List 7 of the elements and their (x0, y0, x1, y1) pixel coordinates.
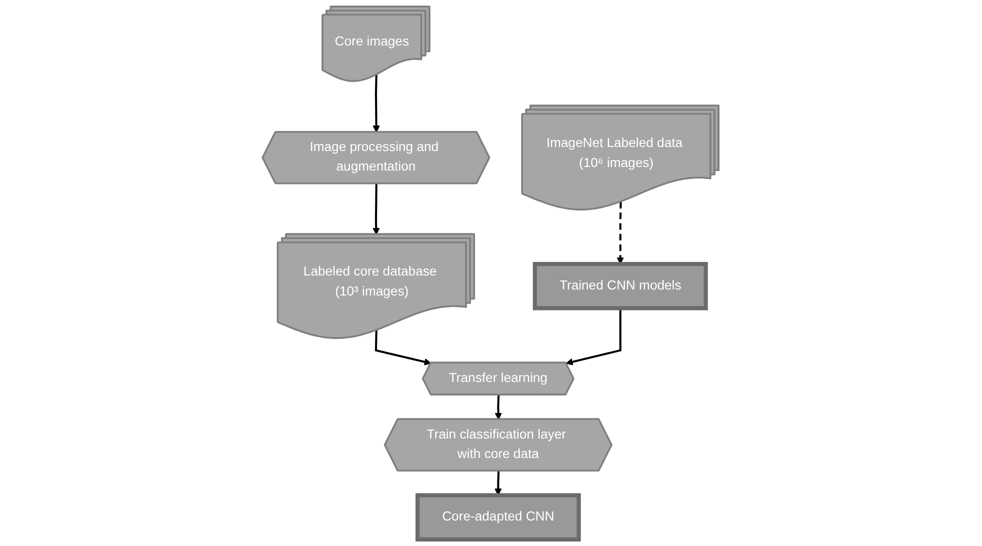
arrow (375, 330, 432, 366)
arrow (566, 308, 622, 366)
node-box: Core-adapted CNN (416, 493, 582, 542)
node-box: Trained CNN models (533, 262, 708, 310)
arrow (372, 184, 380, 235)
arrow (495, 394, 502, 420)
arrow (373, 74, 380, 133)
